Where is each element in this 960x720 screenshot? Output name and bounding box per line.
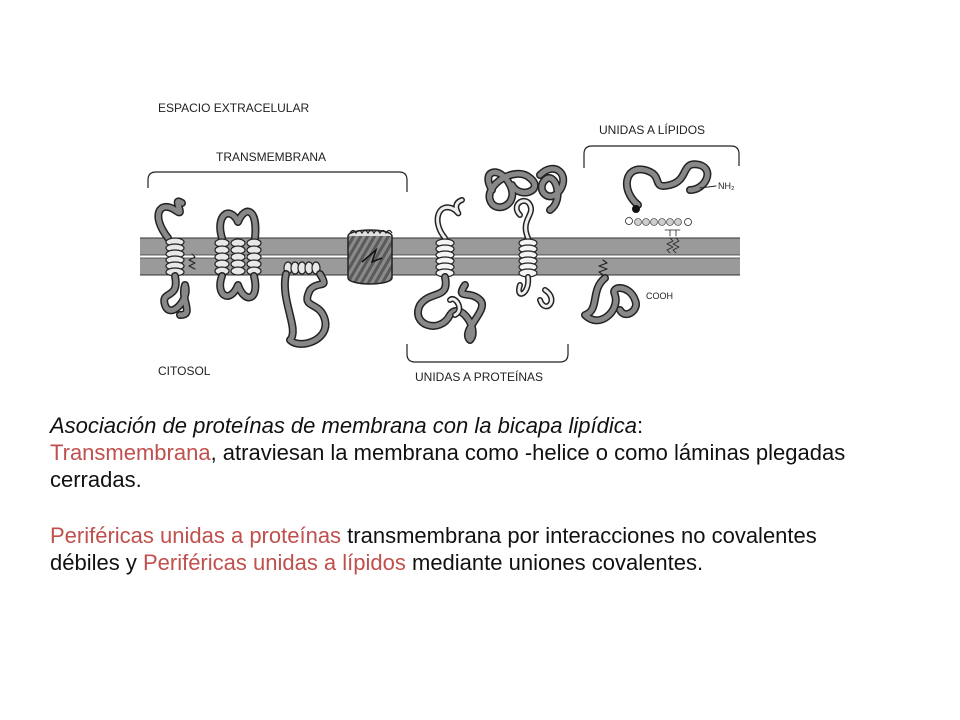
membrane-protein-diagram: ESPACIO EXTRACELULAR TRANSMEMBRANA UNIDA… [140, 101, 740, 384]
caption-paragraph-2: Periféricas unidas a proteínas transmemb… [50, 522, 850, 576]
nh2-label: NH₂ [718, 181, 735, 191]
extracellular-label: ESPACIO EXTRACELULAR [158, 101, 309, 115]
caption-transmembrane-term: Transmembrana [50, 440, 211, 465]
caption-peripheral-protein-term: Periféricas unidas a proteínas [50, 523, 342, 548]
multi-pass-helix-protein [214, 207, 262, 302]
caption-p2-mid: transmembrana por interacciones no coval… [50, 523, 817, 575]
transmembrane-label: TRANSMEMBRANA [216, 150, 326, 164]
protein-bound-bracket [406, 344, 569, 363]
lipid-bound-label: UNIDAS A LÍPIDOS [599, 122, 705, 137]
lipid-bound-bracket [583, 145, 740, 168]
caption-paragraph-1: Asociación de proteínas de membrana con … [50, 412, 850, 493]
caption-lead: Asociación de proteínas de membrana con … [50, 413, 638, 438]
cooh-label: COOH [646, 291, 673, 301]
protein-bound-label: UNIDAS A PROTEÍNAS [415, 369, 543, 384]
caption-p2-end: mediante uniones covalentes. [405, 550, 704, 575]
cytosol-label: CITOSOL [158, 364, 211, 378]
caption-colon: : [637, 413, 644, 438]
transmembrane-bracket [147, 171, 408, 192]
caption-p1-rest: , atraviesan la membrana como -helice o … [50, 440, 846, 492]
monolayer-helix-protein [280, 261, 330, 348]
single-pass-helix-protein [154, 197, 196, 319]
beta-barrel-protein [347, 229, 393, 285]
gpi-anchored-protein [622, 160, 717, 254]
caption-peripheral-lipid-term: Periféricas unidas a lípidos [142, 550, 406, 575]
protein-bound-peripheral-1 [414, 197, 486, 344]
lipid-anchored-cytosolic-protein [581, 259, 640, 325]
protein-bound-peripheral-2 [484, 164, 568, 310]
